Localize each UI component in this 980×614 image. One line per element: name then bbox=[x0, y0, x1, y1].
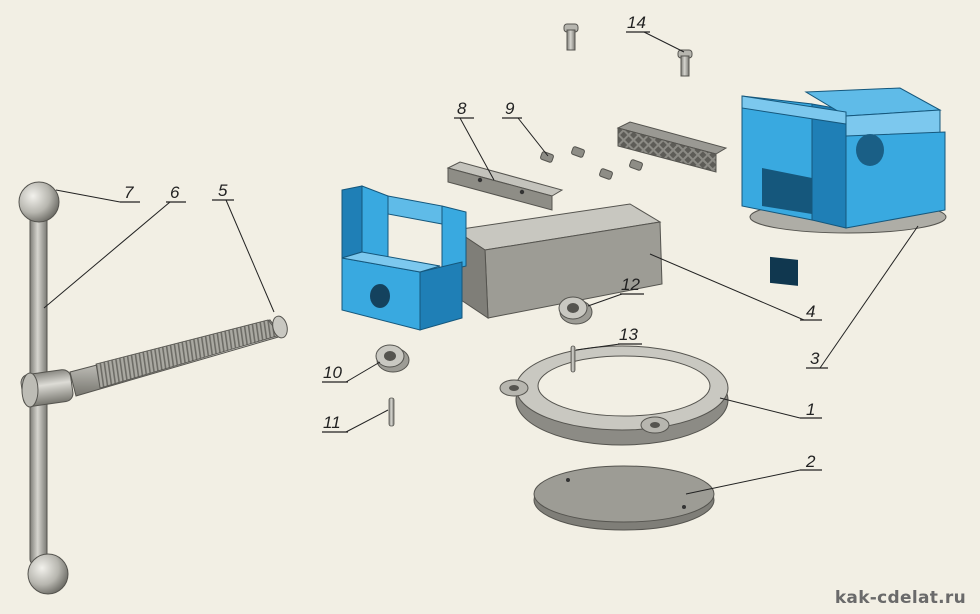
svg-text:14: 14 bbox=[627, 13, 646, 32]
svg-text:1: 1 bbox=[806, 400, 815, 419]
swivel-ring bbox=[499, 345, 729, 446]
base-disk bbox=[533, 465, 715, 531]
top-screws bbox=[563, 23, 693, 77]
lead-screw bbox=[20, 315, 288, 408]
callout-13: 13 bbox=[575, 325, 642, 351]
svg-text:3: 3 bbox=[810, 349, 820, 368]
svg-text:5: 5 bbox=[218, 181, 228, 200]
jaw-plate-smooth bbox=[446, 161, 564, 211]
jaw-plate-screws bbox=[540, 146, 643, 180]
callout-12: 12 bbox=[587, 275, 644, 307]
svg-text:11: 11 bbox=[323, 413, 341, 432]
svg-text:2: 2 bbox=[805, 452, 816, 471]
callout-6: 6 bbox=[43, 183, 186, 309]
callout-7: 7 bbox=[55, 183, 140, 203]
callout-9: 9 bbox=[502, 99, 549, 157]
svg-text:12: 12 bbox=[621, 275, 640, 294]
callout-3: 3 bbox=[806, 225, 919, 369]
svg-text:10: 10 bbox=[323, 363, 342, 382]
fixed-body bbox=[741, 87, 947, 286]
callout-5: 5 bbox=[212, 181, 275, 313]
pin-13 bbox=[570, 345, 576, 373]
callout-11: 11 bbox=[322, 409, 389, 433]
svg-text:4: 4 bbox=[806, 302, 815, 321]
jaw-plate-knurled bbox=[616, 121, 728, 173]
slide-bar bbox=[453, 203, 663, 319]
svg-text:13: 13 bbox=[619, 325, 638, 344]
movable-jaw bbox=[341, 185, 467, 331]
callout-14: 14 bbox=[626, 13, 685, 53]
svg-text:6: 6 bbox=[170, 183, 180, 202]
watermark: kak-cdelat.ru bbox=[834, 588, 966, 608]
callout-2: 2 bbox=[685, 452, 822, 495]
bushing-10 bbox=[375, 344, 410, 373]
callout-8: 8 bbox=[454, 99, 495, 181]
handle-ball-top bbox=[18, 181, 60, 223]
pin-11 bbox=[388, 397, 395, 427]
handle-ball-bottom bbox=[27, 553, 69, 595]
svg-text:7: 7 bbox=[124, 183, 134, 202]
svg-text:8: 8 bbox=[457, 99, 467, 118]
bushing-12 bbox=[558, 296, 593, 325]
svg-text:9: 9 bbox=[505, 99, 515, 118]
callout-1: 1 bbox=[719, 397, 822, 419]
callout-10: 10 bbox=[322, 361, 381, 383]
callout-4: 4 bbox=[649, 253, 822, 321]
